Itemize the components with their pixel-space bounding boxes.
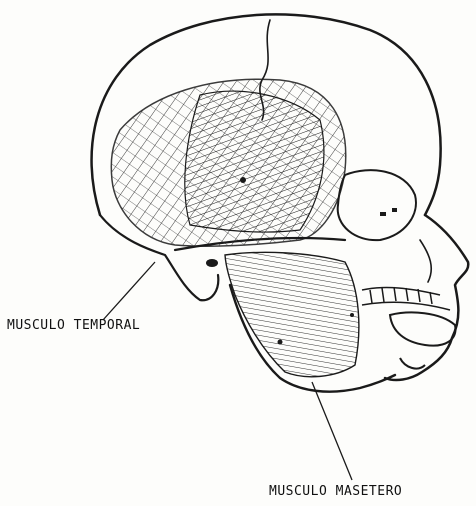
masetero-leader-line: [312, 382, 352, 480]
temporal-leader-line: [103, 262, 155, 320]
label-musculo-temporal: MUSCULO TEMPORAL: [7, 318, 140, 333]
temporal-fibers: [185, 91, 324, 232]
label-musculo-masetero: MUSCULO MASETERO: [269, 484, 402, 499]
masseter-muscle: [225, 252, 359, 376]
